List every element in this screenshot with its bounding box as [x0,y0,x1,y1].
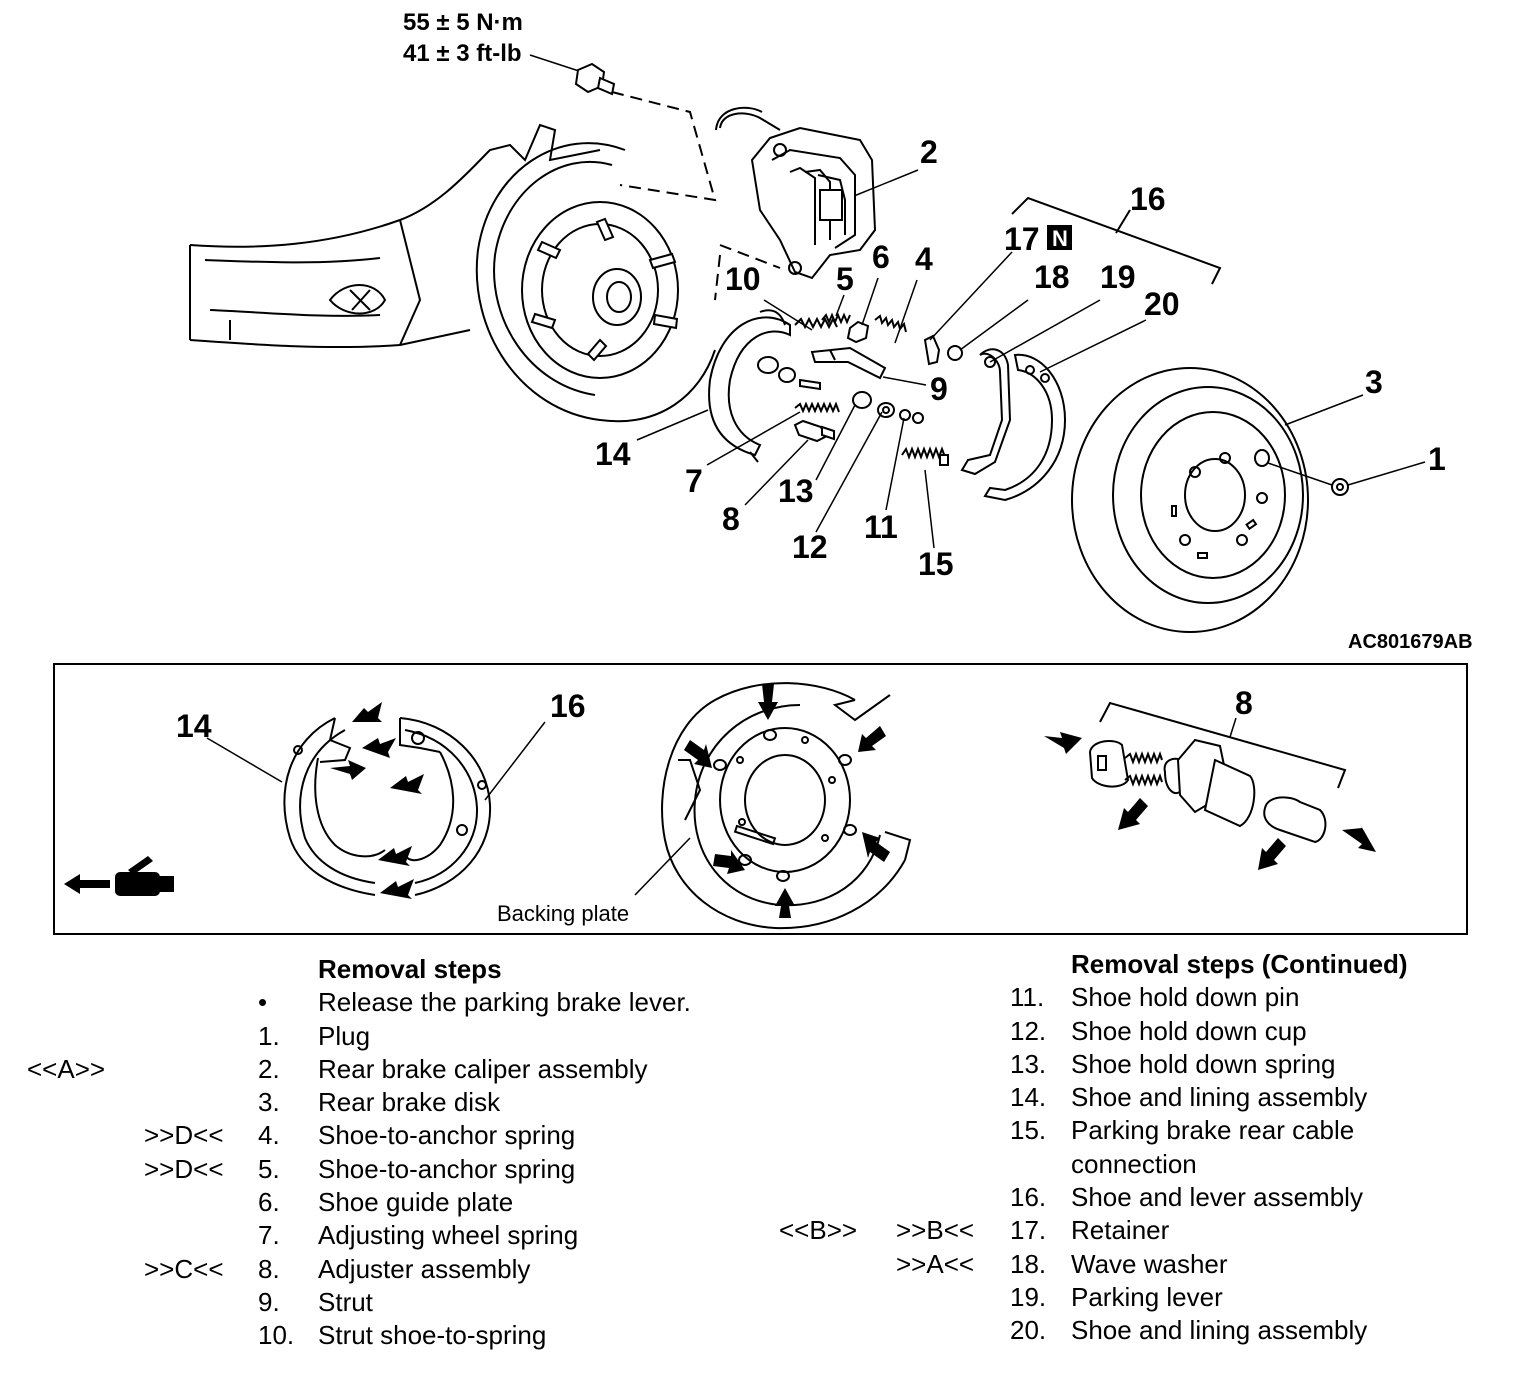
adjusting-wheel-spring-7 [794,401,840,414]
callout-11: 11 [864,509,898,545]
step-row: • Release the parking brake lever. [258,987,691,1018]
torque-spec-imperial: 41 ± 3 ft-lb [403,40,522,67]
callout-18: 18 [1034,259,1070,295]
detail-shoe-assembly [283,717,492,896]
brake-rotor-3 [1071,367,1309,633]
step-row: 9. Strut [258,1286,373,1317]
detail-arrows-shoe [330,702,424,899]
pin-cup-left [757,356,821,391]
exploded-brake-diagram: 55 ± 5 N·m 41 ± 3 ft-lb [53,9,1473,935]
detail-callout-16: 16 [550,688,586,724]
removal-steps-left: Removal steps • Release the parking brak… [0,953,760,1353]
detail-backing-plate [661,682,912,930]
step-row: 19. Parking lever [1010,1281,1223,1312]
detail-callout-8: 8 [1235,685,1253,721]
adjuster-8 [793,419,835,443]
plug-1 [1331,478,1349,496]
detail-callout-14: 14 [176,708,212,744]
step-row: >>D<< 5. Shoe-to-anchor spring [144,1153,576,1184]
brake-caliper [750,126,877,280]
caliper-bolt [574,62,616,96]
callout-6: 6 [872,239,890,275]
callout-10: 10 [725,261,761,297]
step-row: 20. Shoe and lining assembly [1010,1315,1368,1346]
callout-3: 3 [1365,364,1383,400]
shoe-lining-assembly-20 [983,353,1067,502]
step-row: >>D<< 4. Shoe-to-anchor spring [144,1120,576,1151]
callout-1: 1 [1428,441,1446,477]
bolt-path-dashed [611,91,717,202]
step-row: 6. Shoe guide plate [258,1187,514,1218]
callout-13: 13 [778,473,814,509]
hold-down-parts [852,391,924,424]
step-row: 15. Parking brake rear cable [1010,1115,1355,1146]
brake-hose [719,112,781,131]
retainer-17 [923,334,941,366]
caliper-guide-dashed [719,244,781,269]
callout-20: 20 [1144,286,1180,322]
callout-4: 4 [915,241,933,277]
removal-steps-right: Removal steps (Continued) 11. Shoe hold … [760,948,1520,1348]
step-row: 10. Strut shoe-to-spring [258,1320,547,1351]
callout-5: 5 [836,261,854,297]
callout-2: 2 [920,134,938,170]
figure-id: AC801679AB [1348,631,1473,653]
removal-steps-heading: Removal steps [318,954,502,984]
shoe-lining-assembly-14 [708,309,791,463]
removal-steps-continued-heading: Removal steps (Continued) [1071,949,1408,979]
torque-leader [529,54,583,73]
callout-19: 19 [1100,259,1136,295]
callout-7: 7 [685,463,703,499]
step-row: connection [1071,1148,1197,1179]
step-row: <<B>> >>B<< 17. Retainer [779,1215,1170,1246]
rear-knuckle [189,123,601,349]
callout-14: 14 [595,436,631,472]
detail-arrows-adjuster [1044,732,1376,870]
step-row: <<A>> 2. Rear brake caliper assembly [27,1053,648,1084]
spring-5 [821,312,851,325]
torque-spec-metric: 55 ± 5 N·m [403,9,523,36]
step-row: 13. Shoe hold down spring [1010,1048,1336,1079]
step-row: >>A<< 18. Wave washer [896,1248,1228,1279]
wave-washer-18 [947,345,963,361]
detail-adjuster-assembly [1088,738,1327,844]
backing-plate-label: Backing plate [497,901,629,926]
callout-17: 17 [1004,221,1040,257]
step-row: 14. Shoe and lining assembly [1010,1082,1368,1113]
detail-box [53,663,1468,935]
step-row: 12. Shoe hold down cup [1010,1015,1307,1046]
spring-4 [874,314,907,333]
step-row: 11. Shoe hold down pin [1010,982,1300,1013]
callout-9: 9 [930,371,948,407]
grease-gun-icon [64,856,174,896]
callout-15: 15 [918,546,954,582]
step-row: 3. Rear brake disk [258,1087,501,1118]
new-part-badge: N [1052,226,1068,251]
step-row: 1. Plug [258,1020,371,1051]
wheel-hub [521,201,679,379]
shoe-guide-plate-6 [846,320,870,344]
bracket-16 [1011,196,1222,285]
parking-lever-19 [960,348,1012,476]
step-row: >>C<< 8. Adjuster assembly [144,1253,531,1284]
step-row: 16. Shoe and lever assembly [1010,1182,1363,1213]
dust-shield [475,142,716,423]
detail-arrows-backing-plate [684,684,890,918]
strut-9 [810,346,887,380]
new-part-badge-box [1047,225,1072,250]
callout-8: 8 [722,501,740,537]
callout-16: 16 [1130,181,1166,217]
callout-12: 12 [792,529,828,565]
step-row: 7. Adjusting wheel spring [258,1220,579,1251]
detail-bracket-8 [1099,701,1347,789]
cable-connection-15 [901,446,949,466]
